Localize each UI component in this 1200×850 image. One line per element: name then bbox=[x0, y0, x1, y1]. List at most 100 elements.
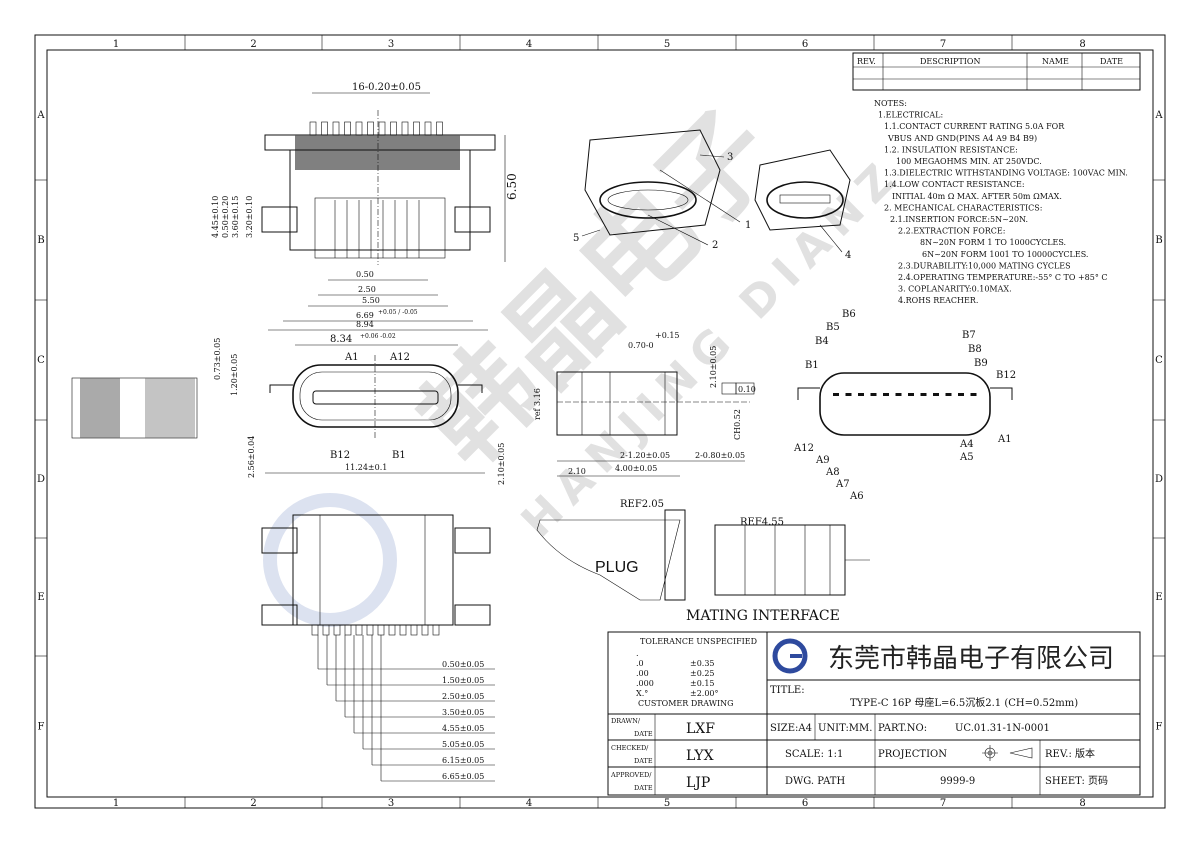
part-no-label: PART.NO: bbox=[878, 723, 927, 734]
pin bbox=[309, 121, 317, 136]
dim-669-tolerance: +0.05 / -0.05 bbox=[378, 309, 418, 316]
tolerance-value: ±0.35 bbox=[690, 659, 715, 668]
pin bbox=[367, 121, 374, 136]
sheet-size: SIZE:A4 bbox=[770, 723, 812, 734]
row-label: D bbox=[37, 474, 45, 485]
row-label: C bbox=[37, 355, 45, 366]
pad bbox=[410, 624, 418, 636]
dim-pitch: 16-0.20±0.05 bbox=[352, 82, 421, 93]
rev: REV.: 版本 bbox=[1045, 747, 1095, 760]
label-a12: A12 bbox=[389, 352, 410, 363]
note-line: 1.ELECTRICAL: bbox=[878, 111, 943, 120]
column-label: 8 bbox=[1079, 798, 1085, 809]
note-line: NOTES: bbox=[874, 99, 907, 108]
dim-left: 4.45±0.10 bbox=[211, 196, 220, 238]
pad bbox=[333, 624, 341, 636]
note-line: 3. COPLANARITY:0.10MAX. bbox=[898, 285, 1012, 294]
projection-label: PROJECTION bbox=[878, 749, 947, 760]
row-label: A bbox=[36, 110, 45, 121]
drawn-date-label: DATE bbox=[634, 730, 653, 738]
note-line: 8N~20N FORM 1 TO 1000CYCLES. bbox=[920, 238, 1066, 247]
title-label: TITLE: bbox=[770, 685, 805, 696]
row-label: D bbox=[1155, 474, 1163, 485]
label-b1: B1 bbox=[392, 450, 406, 461]
callout-5: 5 bbox=[573, 233, 579, 244]
dim-073: 0.73±0.05 bbox=[213, 338, 222, 380]
pin bbox=[378, 121, 386, 136]
contact-mark bbox=[908, 393, 914, 396]
dim-bottom: 2.50 bbox=[358, 285, 376, 294]
date-header: DATE bbox=[1100, 57, 1123, 66]
pin bbox=[344, 121, 351, 136]
unit: UNIT:MM. bbox=[818, 723, 872, 734]
column-label: 7 bbox=[940, 39, 946, 50]
pad bbox=[388, 624, 396, 636]
tolerance-key: .00 bbox=[636, 669, 649, 678]
mating-interface: PLUG REF2.05 REF4.55 MATING INTERFACE bbox=[536, 499, 870, 624]
dim-bottom: 6.69 bbox=[356, 311, 374, 320]
pin-label: B8 bbox=[968, 344, 982, 355]
pin-label: B4 bbox=[815, 336, 829, 347]
pad bbox=[366, 624, 374, 636]
tolerance-key: X.° bbox=[636, 689, 648, 698]
row-label: E bbox=[37, 592, 44, 603]
note-line: 4.ROHS REACHER. bbox=[898, 296, 978, 305]
title-block: TOLERANCE UNSPECIFIED ..0±0.35.00±0.25.0… bbox=[607, 631, 1141, 796]
label-a1: A1 bbox=[344, 352, 359, 363]
pad bbox=[355, 624, 363, 636]
dim-400: 4.00±0.05 bbox=[615, 464, 657, 473]
dim-left: 3.20±0.10 bbox=[245, 196, 254, 238]
callout-1: 1 bbox=[745, 220, 751, 231]
drawing-title: TYPE-C 16P 母座L=6.5沉板2.1 (CH=0.52mm) bbox=[850, 696, 1078, 709]
company-logo bbox=[772, 638, 808, 674]
pin-label: B6 bbox=[842, 309, 856, 320]
contact-mark bbox=[858, 393, 864, 396]
pin bbox=[413, 121, 420, 136]
pin bbox=[321, 121, 328, 136]
callout-2: 2 bbox=[712, 240, 718, 251]
note-line: 100 MEGAOHMS MIN. AT 250VDC. bbox=[896, 157, 1042, 166]
column-label: 7 bbox=[940, 798, 946, 809]
dim-070: 0.70-0 bbox=[628, 341, 654, 350]
callout-3: 3 bbox=[727, 152, 733, 163]
dim-120: 1.20±0.05 bbox=[230, 354, 239, 396]
checked-by: LYX bbox=[686, 748, 714, 764]
pin-label: A1 bbox=[997, 434, 1012, 445]
contact-mark bbox=[845, 393, 852, 396]
dim-width-inner-tol: +0.06 -0.02 bbox=[360, 333, 396, 340]
column-label: 1 bbox=[113, 798, 119, 809]
pad-dim: 6.15±0.05 bbox=[442, 756, 484, 765]
pin bbox=[424, 121, 432, 136]
column-label: 3 bbox=[388, 39, 394, 50]
column-label: 5 bbox=[664, 39, 670, 50]
note-line: INITIAL 40m Ω MAX. AFTER 50m ΩMAX. bbox=[892, 192, 1062, 201]
pad bbox=[322, 624, 330, 636]
column-label: 8 bbox=[1079, 39, 1085, 50]
part-no: UC.01.31-1N-0001 bbox=[955, 723, 1050, 734]
contact-mark bbox=[933, 393, 939, 396]
approved-label: APPROVED/ bbox=[610, 771, 652, 779]
column-label: 2 bbox=[250, 798, 256, 809]
note-line: VBUS AND GND(PINS A4 A9 B4 B9) bbox=[887, 134, 1037, 143]
front-view: 8.34 +0.06 -0.02 A1 A12 B12 B1 11.24±0.1… bbox=[71, 333, 506, 485]
ref-205: REF2.05 bbox=[620, 499, 664, 510]
pin bbox=[401, 121, 409, 136]
pin bbox=[390, 121, 397, 136]
mating-interface-label: MATING INTERFACE bbox=[686, 608, 840, 624]
approved-by: LJP bbox=[686, 775, 710, 791]
flatness-value: 0.10 bbox=[738, 385, 756, 394]
column-label: 2 bbox=[250, 39, 256, 50]
column-label: 4 bbox=[526, 798, 532, 809]
ref-455: REF4.55 bbox=[740, 517, 784, 528]
tolerance-title: TOLERANCE UNSPECIFIED bbox=[640, 637, 757, 646]
note-line: 2.1.INSERTION FORCE:5N~20N. bbox=[890, 215, 1028, 224]
pad bbox=[399, 624, 407, 636]
plug-label: PLUG bbox=[595, 559, 639, 576]
dim-side-210b: 2.10 bbox=[568, 467, 586, 476]
tolerance-key: . bbox=[636, 649, 639, 658]
pad-dim: 0.50±0.05 bbox=[442, 660, 484, 669]
column-label: 6 bbox=[802, 798, 808, 809]
pad bbox=[311, 624, 319, 636]
